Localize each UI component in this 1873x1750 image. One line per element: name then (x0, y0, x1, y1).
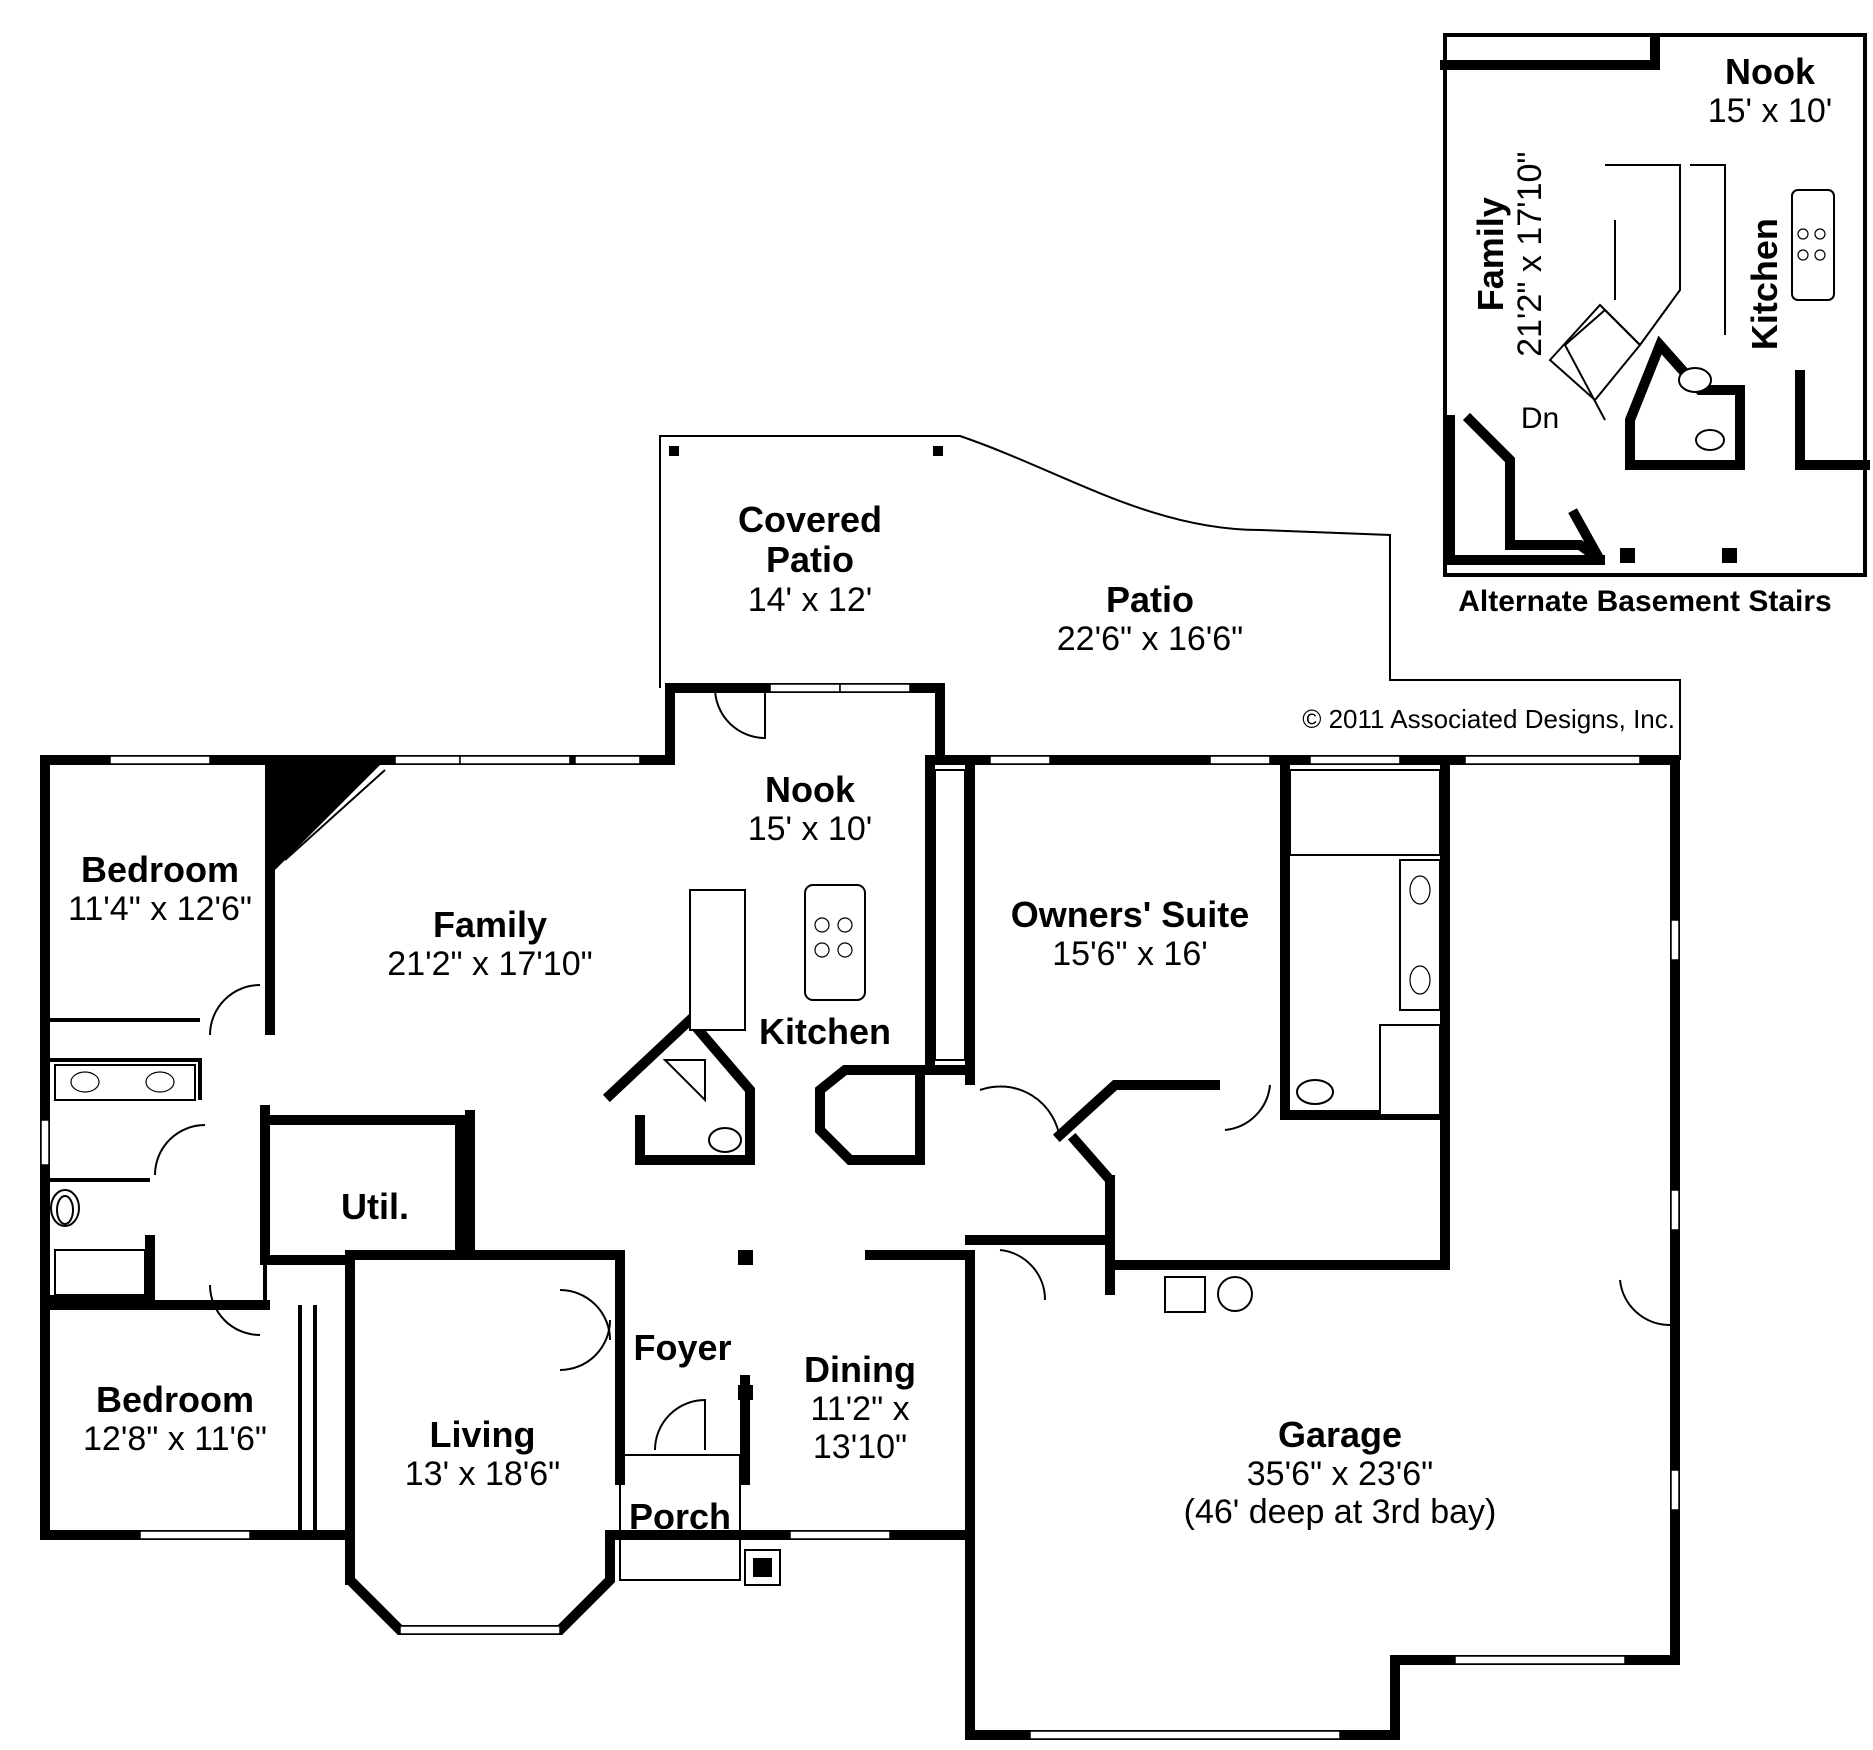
bedroom1-name: Bedroom (80, 849, 239, 890)
nook-label: Nook 15' x 10' (730, 769, 890, 849)
inset-kitchen-name: Kitchen (1743, 218, 1785, 351)
windows (40, 683, 1680, 1740)
living-name: Living (429, 1414, 536, 1455)
patio-outline (659, 435, 1681, 760)
porch-name: Porch (628, 1496, 732, 1537)
util-name: Util. (341, 1186, 409, 1227)
nook-dims: 15' x 10' (747, 810, 873, 849)
inset-title: Alternate Basement Stairs (1458, 585, 1832, 618)
doors (154, 687, 1671, 1451)
inset-nook-name: Nook (1725, 51, 1815, 92)
dining-dims-1: 11'2" x (810, 1390, 910, 1429)
interior-walls (40, 755, 1450, 1586)
copyright: © 2011 Associated Designs, Inc. (1302, 704, 1675, 734)
bedroom2-label: Bedroom 12'8" x 11'6" (75, 1379, 275, 1459)
living-label: Living 13' x 18'6" (395, 1414, 570, 1494)
owners-suite-dims: 15'6" x 16' (1052, 935, 1208, 974)
inset-family-dims: 21'2" x 17'10" (1511, 151, 1550, 357)
garage-dims: 35'6" x 23'6" (1246, 1455, 1434, 1494)
family-dims: 21'2" x 17'10" (387, 945, 593, 984)
garage-label: Garage 35'6" x 23'6" (46' deep at 3rd ba… (1150, 1414, 1530, 1532)
inset-stairs-label: Dn (1520, 402, 1560, 435)
nook-name: Nook (765, 769, 855, 810)
family-name: Family (432, 904, 548, 945)
covered-patio-name-1: Covered (737, 499, 883, 540)
living-dims: 13' x 18'6" (404, 1455, 561, 1494)
bedroom2-name: Bedroom (95, 1379, 254, 1420)
covered-patio-label: Covered Patio 14' x 12' (705, 499, 915, 619)
patio-dims: 22'6" x 16'6" (1056, 620, 1244, 659)
covered-patio-name-2: Patio (765, 539, 854, 581)
inset-nook-label: Nook 15' x 10' (1700, 51, 1840, 131)
dining-name: Dining (804, 1349, 916, 1390)
dining-label: Dining 11'2" x 13'10" (790, 1349, 930, 1467)
util-label: Util. (330, 1186, 420, 1227)
bedroom1-label: Bedroom 11'4" x 12'6" (60, 849, 260, 929)
kitchen-label: Kitchen (745, 1011, 905, 1052)
porch-label: Porch (620, 1496, 740, 1537)
patio-label: Patio 22'6" x 16'6" (1035, 579, 1265, 659)
covered-patio-dims: 14' x 12' (747, 580, 873, 619)
inset-family-label: Family 21'2" x 17'10" (1469, 134, 1550, 374)
fixtures (50, 769, 1441, 1313)
bedroom2-dims: 12'8" x 11'6" (83, 1420, 267, 1459)
foyer-name: Foyer (633, 1327, 732, 1368)
patio-name: Patio (1105, 579, 1194, 620)
garage-name: Garage (1277, 1414, 1403, 1455)
foyer-label: Foyer (625, 1327, 740, 1368)
owners-suite-name: Owners' Suite (1010, 894, 1250, 935)
inset-kitchen-label: Kitchen (1743, 218, 1785, 351)
family-label: Family 21'2" x 17'10" (370, 904, 610, 984)
garage-note: (46' deep at 3rd bay) (1183, 1493, 1497, 1532)
owners-suite-label: Owners' Suite 15'6" x 16' (1000, 894, 1260, 974)
inset-nook-dims: 15' x 10' (1707, 92, 1833, 131)
inset-family-name: Family (1469, 197, 1511, 312)
dining-dims-2: 13'10" (812, 1428, 908, 1467)
kitchen-name: Kitchen (758, 1011, 891, 1052)
bedroom1-dims: 11'4" x 12'6" (68, 890, 252, 929)
inset-plan (1440, 33, 1870, 577)
